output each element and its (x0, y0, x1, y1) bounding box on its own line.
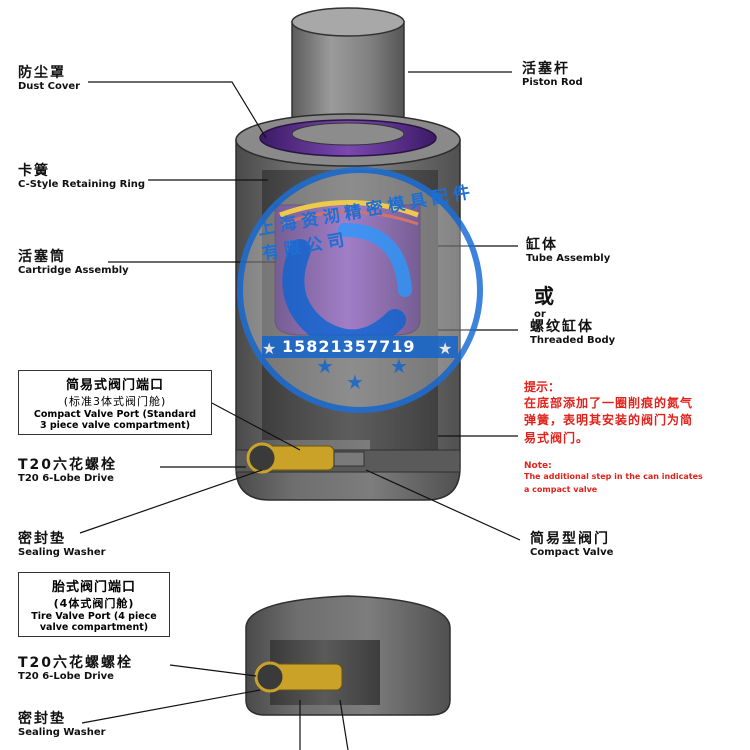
tire-valve-body (245, 595, 451, 716)
cartridge-cn: 活塞筒 (18, 249, 66, 265)
piston-rod-en: Piston Rod (522, 77, 583, 89)
t20-b-en: T20 6-Lobe Drive (18, 671, 114, 683)
note-line-2: 弹簧，表明其安装的阀门为简 (524, 413, 694, 428)
dust-cover-en: Dust Cover (18, 81, 81, 93)
label-dust-cover: 防尘罩 Dust Cover (18, 65, 81, 93)
note-en-heading: Note: (524, 461, 552, 472)
tire-port-cn2: (4体式阀门舱) (53, 597, 135, 610)
label-or: 或 or (534, 280, 554, 320)
washer-a-en: Sealing Washer (18, 547, 106, 559)
t20-a-cn: T20六花螺栓 (18, 457, 118, 473)
threaded-en: Threaded Body (530, 335, 616, 347)
label-cartridge: 活塞筒 Cartridge Assembly (18, 249, 129, 277)
compact-port-en: Compact Valve Port (Standard (33, 409, 197, 420)
note-block: 提示： 在底部添加了一圈削痕的氮气 弹簧，表明其安装的阀门为简 易式阀门。 No… (524, 378, 744, 497)
label-c-ring: 卡簧 C-Style Retaining Ring (18, 163, 146, 191)
label-piston-rod: 活塞杆 Piston Rod (522, 61, 583, 89)
tire-port-en2: valve compartment) (39, 622, 149, 633)
svg-text:★: ★ (390, 354, 408, 378)
note-line-1: 在底部添加了一圈削痕的氮气 (524, 396, 694, 410)
svg-text:★: ★ (438, 339, 452, 358)
label-tire-port: 胎式阀门端口 (4体式阀门舱) Tire Valve Port (4 piece… (18, 572, 170, 637)
svg-text:★: ★ (346, 370, 364, 394)
note-line-3: 易式阀门。 (524, 430, 590, 445)
label-compact-port: 简易式阀门端口 (标准3体式阀门舱) Compact Valve Port (S… (18, 370, 212, 435)
note-heading: 提示： (524, 380, 561, 394)
or-cn: 或 (534, 284, 554, 308)
t20-a-en: T20 6-Lobe Drive (18, 473, 114, 485)
threaded-cn: 螺纹缸体 (530, 319, 594, 335)
washer-b-en: Sealing Washer (18, 727, 106, 739)
compact-port-cn: 简易式阀门端口 (65, 378, 164, 393)
tire-port-cn: 胎式阀门端口 (51, 580, 136, 595)
compact-valve-part (246, 442, 365, 474)
label-t20-a: T20六花螺栓 T20 6-Lobe Drive (18, 457, 118, 485)
compact-valve-en: Compact Valve (530, 547, 614, 559)
svg-text:★: ★ (316, 354, 334, 378)
label-compact-valve: 简易型阀门 Compact Valve (530, 531, 614, 559)
tire-port-en: Tire Valve Port (4 piece (31, 611, 157, 622)
note-en-line-2: a compact valve (524, 484, 598, 494)
washer-a-cn: 密封垫 (18, 531, 66, 547)
label-tube: 缸体 Tube Assembly (526, 237, 611, 265)
svg-text:★: ★ (262, 339, 276, 358)
dust-cover-cn: 防尘罩 (18, 65, 66, 81)
piston-rod-cn: 活塞杆 (522, 61, 570, 77)
c-ring-cn: 卡簧 (18, 163, 50, 179)
cartridge-en: Cartridge Assembly (18, 265, 129, 277)
c-ring-en: C-Style Retaining Ring (18, 179, 146, 191)
or-en: or (534, 309, 546, 320)
compact-port-en2: 3 piece valve compartment) (39, 420, 191, 431)
t20-b-cn: T20六花螺螺栓 (18, 655, 134, 671)
label-washer-b: 密封垫 Sealing Washer (18, 711, 106, 739)
note-en-line-1: The additional step in the can indicates (524, 472, 703, 482)
tube-cn: 缸体 (526, 237, 558, 253)
watermark-seal: ★ ★ ★ ★ ★ (237, 167, 483, 413)
washer-b-cn: 密封垫 (18, 711, 66, 727)
leader-lines (79, 71, 521, 750)
tube-en: Tube Assembly (526, 253, 611, 265)
compact-port-cn2: (标准3体式阀门舱) (63, 395, 167, 408)
label-washer-a: 密封垫 Sealing Washer (18, 531, 106, 559)
label-t20-b: T20六花螺螺栓 T20 6-Lobe Drive (18, 655, 134, 683)
watermark-phone: 15821357719 (282, 337, 416, 356)
label-threaded: 螺纹缸体 Threaded Body (530, 319, 616, 347)
compact-valve-cn: 简易型阀门 (530, 531, 610, 547)
